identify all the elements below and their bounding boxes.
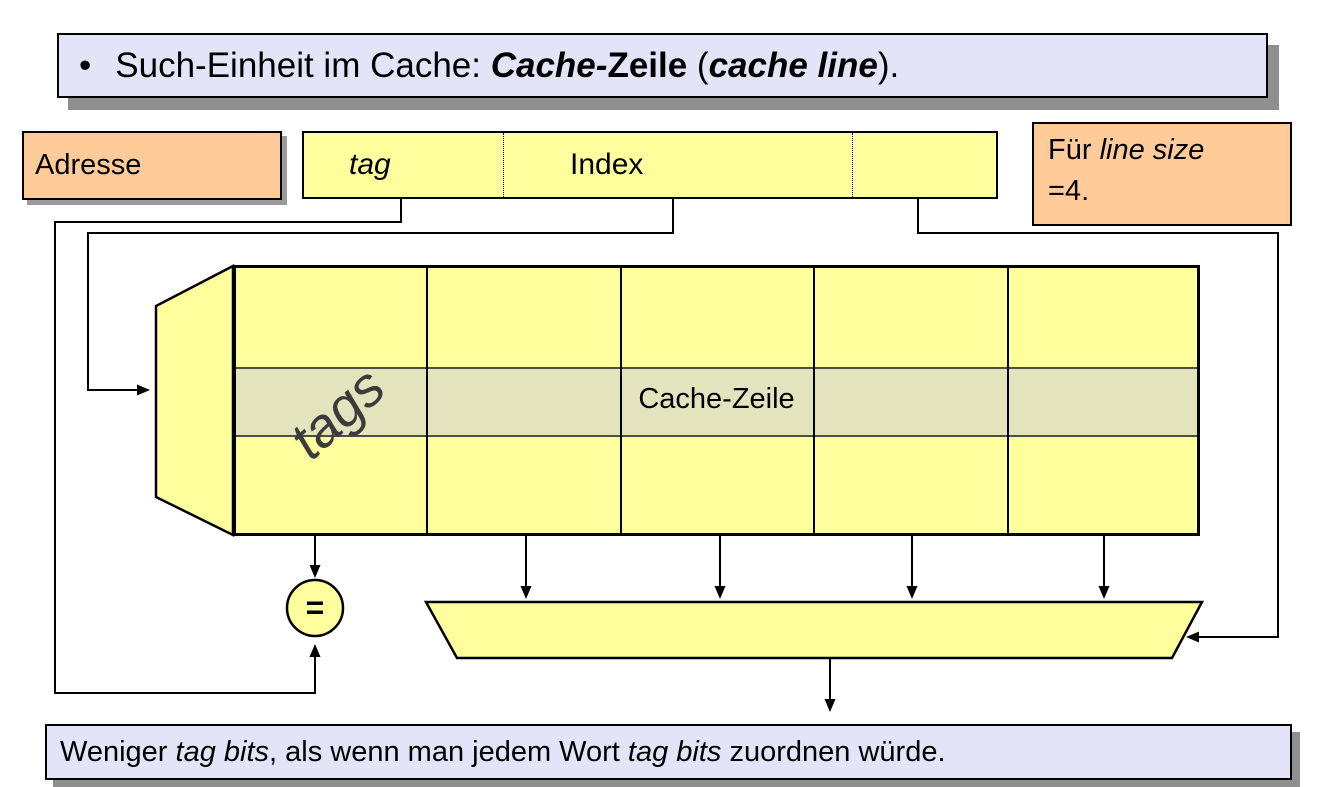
address-offset-section xyxy=(852,133,996,197)
top-banner-text: cache line xyxy=(708,45,878,85)
address-label: Adresse xyxy=(35,149,142,181)
top-banner: • Such-Einheit im Cache: Cache- Zeile ( … xyxy=(57,33,1268,98)
top-banner-text: ( xyxy=(687,45,709,85)
bottom-banner: Weniger tag bits , als wenn man jedem Wo… xyxy=(45,724,1292,780)
line-size-note-line1: Für line size xyxy=(1048,134,1205,166)
line-size-note-box: Für line size =4. xyxy=(1032,122,1292,226)
table-column-divider xyxy=(620,268,622,533)
address-tag-section: tag xyxy=(304,133,503,197)
bottom-banner-text: tag bits xyxy=(627,735,722,768)
top-banner-text: Zeile xyxy=(607,45,688,85)
index-field-label: Index xyxy=(570,148,644,181)
comparator-equals-symbol: = xyxy=(305,589,325,626)
multiplexer-shape xyxy=(423,600,1205,660)
address-label-box: Adresse xyxy=(22,131,282,200)
address-bitfield: tag Index xyxy=(302,131,998,199)
top-banner-text: Cache- xyxy=(490,45,608,85)
tag-memory-funnel-shape xyxy=(154,263,235,538)
table-column-divider xyxy=(426,268,428,533)
top-banner-text: ). xyxy=(877,45,900,85)
bottom-banner-text: Weniger xyxy=(60,735,176,768)
address-index-section: Index xyxy=(503,133,852,197)
line-size-note-line2: =4. xyxy=(1048,174,1090,207)
bullet-icon: • xyxy=(79,45,92,85)
bottom-banner-text: tag bits xyxy=(175,735,270,768)
cache-line-label: Cache-Zeile xyxy=(638,382,795,415)
tag-field-label: tag xyxy=(349,148,391,181)
top-banner-text: Such-Einheit im Cache: xyxy=(115,45,491,85)
bottom-banner-text: , als wenn man jedem Wort xyxy=(269,735,628,768)
bottom-banner-text: zuordnen würde. xyxy=(721,735,946,768)
table-column-divider xyxy=(813,268,815,533)
